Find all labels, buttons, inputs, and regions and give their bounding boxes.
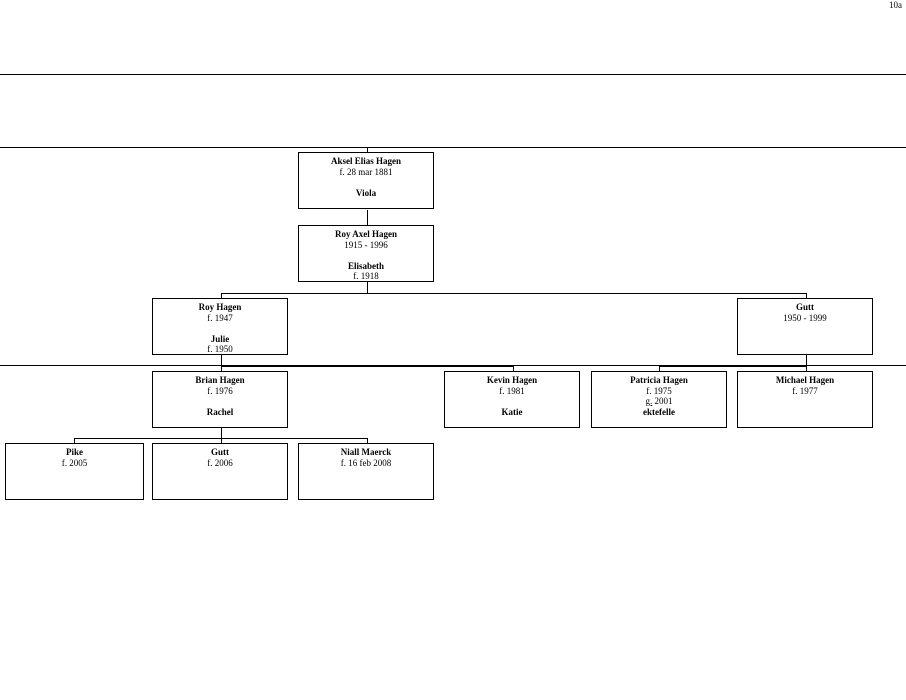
person-card-gutt-2006[interactable]: Gutt f. 2006 bbox=[152, 443, 288, 500]
person-name: Michael Hagen bbox=[775, 375, 835, 385]
person-card-aksel[interactable]: Aksel Elias Hagen f. 28 mar 1881 Viola bbox=[298, 152, 434, 209]
spouse-dates: f. 1950 bbox=[207, 344, 233, 354]
spouse-name: Viola bbox=[355, 187, 377, 198]
person-name: Brian Hagen bbox=[195, 375, 245, 385]
person-name: Gutt bbox=[796, 302, 814, 312]
person-name: Patricia Hagen bbox=[630, 375, 688, 385]
person-card-gutt-1950[interactable]: Gutt 1950 - 1999 bbox=[737, 298, 873, 355]
person-dates: 1915 - 1996 bbox=[344, 239, 388, 250]
marriage-year: 2001 bbox=[654, 396, 673, 406]
person-name: Aksel Elias Hagen bbox=[330, 156, 401, 166]
spouse-name: ektefelle bbox=[643, 406, 675, 417]
spouse-name: Katie bbox=[501, 406, 523, 417]
spouse-name: Rachel bbox=[206, 406, 234, 417]
person-dates: f. 1976 bbox=[207, 385, 233, 396]
person-dates: f. 2005 bbox=[61, 457, 88, 468]
person-card-pike[interactable]: Pike f. 2005 bbox=[5, 443, 144, 500]
connector-roy-down bbox=[221, 355, 222, 371]
connector-to-patricia bbox=[659, 366, 660, 371]
person-dates: f. 1947 bbox=[207, 312, 233, 323]
person-dates: f. 1981 bbox=[499, 385, 525, 396]
generation-rule-2 bbox=[0, 365, 906, 366]
connector-gutt-down bbox=[806, 355, 807, 371]
person-name: Niall Maerck bbox=[340, 447, 392, 457]
person-card-michael[interactable]: Michael Hagen f. 1977 bbox=[737, 371, 873, 428]
person-card-kevin[interactable]: Kevin Hagen f. 1981 Katie bbox=[444, 371, 580, 428]
connector-to-pike bbox=[74, 438, 75, 443]
connector-aksel-top bbox=[367, 147, 368, 152]
top-rule bbox=[0, 74, 906, 75]
generation-rule-1 bbox=[0, 147, 906, 148]
person-name: Kevin Hagen bbox=[486, 375, 538, 385]
connector-gutt-children-bar bbox=[659, 366, 807, 367]
connector-to-gutt bbox=[806, 293, 807, 298]
person-name: Pike bbox=[66, 447, 83, 457]
person-card-niall[interactable]: Niall Maerck f. 16 feb 2008 bbox=[298, 443, 434, 500]
person-card-roy-axel[interactable]: Roy Axel Hagen 1915 - 1996 Elisabeth f. … bbox=[298, 225, 434, 282]
person-card-roy[interactable]: Roy Hagen f. 1947 Julie f. 1950 bbox=[152, 298, 288, 355]
person-card-brian[interactable]: Brian Hagen f. 1976 Rachel bbox=[152, 371, 288, 428]
connector-royaxel-down bbox=[367, 282, 368, 293]
person-dates: f. 1977 bbox=[792, 385, 818, 396]
person-dates: f. 1975 bbox=[646, 385, 672, 396]
person-name: Roy Axel Hagen bbox=[335, 229, 397, 239]
connector-to-niall bbox=[367, 438, 368, 443]
person-dates: f. 2006 bbox=[207, 457, 233, 468]
connector-roy-children-bar bbox=[221, 366, 514, 367]
connector-to-roy bbox=[221, 293, 222, 298]
spouse-dates: f. 1918 bbox=[353, 271, 379, 281]
person-dates: f. 16 feb 2008 bbox=[340, 457, 392, 468]
connector-brian-down bbox=[221, 428, 222, 443]
person-card-patricia[interactable]: Patricia Hagen f. 1975 g. 2001 ektefelle bbox=[591, 371, 727, 428]
person-dates: 1950 - 1999 bbox=[783, 312, 827, 323]
spouse-name: Elisabeth bbox=[347, 260, 384, 271]
person-dates: f. 28 mar 1881 bbox=[339, 166, 393, 177]
connector-gen3-bar bbox=[221, 293, 807, 294]
marriage-info: g. 2001 bbox=[592, 396, 726, 407]
connector-brian-children-bar bbox=[74, 438, 368, 439]
page-number: 10a bbox=[889, 0, 902, 10]
person-name: Gutt bbox=[211, 447, 229, 457]
connector-to-kevin bbox=[513, 366, 514, 371]
person-name: Roy Hagen bbox=[198, 302, 242, 312]
connector-aksel-royaxel bbox=[367, 210, 368, 225]
marriage-prefix: g. bbox=[645, 396, 653, 406]
spouse-name: Julie bbox=[210, 333, 230, 344]
